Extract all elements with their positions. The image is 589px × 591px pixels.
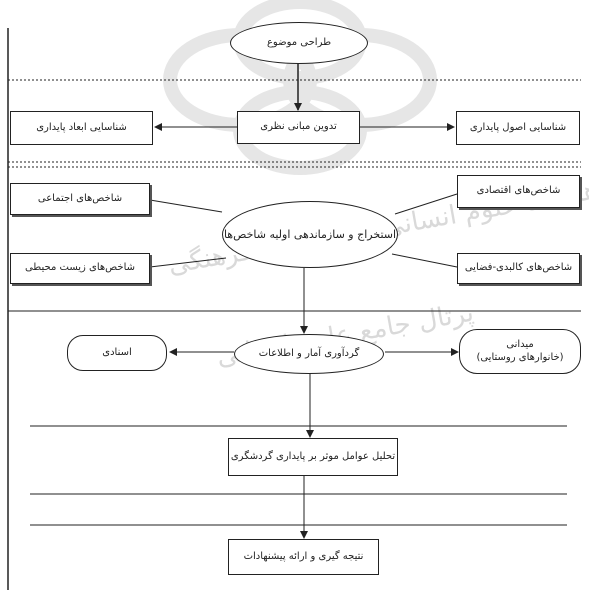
node-topic: طراحی موضوع [230,22,368,64]
node-physical-spatial-indicators: شاخص‌های کالبدی-فضایی [457,253,580,284]
node-analysis: تحلیل عوامل موثر بر پایداری گردشگری [228,438,398,476]
node-extract-indicators: استخراج و سازماندهی اولیه شاخص‌ها [222,201,398,268]
connector-line [149,257,227,268]
node-social-indicators: شاخص‌های اجتماعی [10,183,150,215]
connector-line [394,193,458,215]
connector-line [391,253,458,268]
node-field: میدانی (خانوارهای روستایی) [459,329,581,374]
node-data-collection: گردآوری آمار و اطلاعات [234,334,384,374]
node-theory: تدوین مبانی نظری [237,111,360,144]
node-economic-indicators: شاخص‌های اقتصادی [457,175,580,208]
node-environmental-indicators: شاخص‌های زیست محیطی [10,253,150,284]
node-conclusion: نتیجه گیری و ارائه پیشنهادات [228,539,379,575]
node-field-subtitle: (خانوارهای روستایی) [476,351,564,363]
node-sustainability-dimensions: شناسایی ابعاد پایداری [10,111,153,145]
node-sustainability-principles: شناسایی اصول پایداری [456,111,580,145]
node-field-title: میدانی [506,339,534,350]
connector-line [149,199,223,213]
node-documentary: اسنادی [67,335,167,371]
